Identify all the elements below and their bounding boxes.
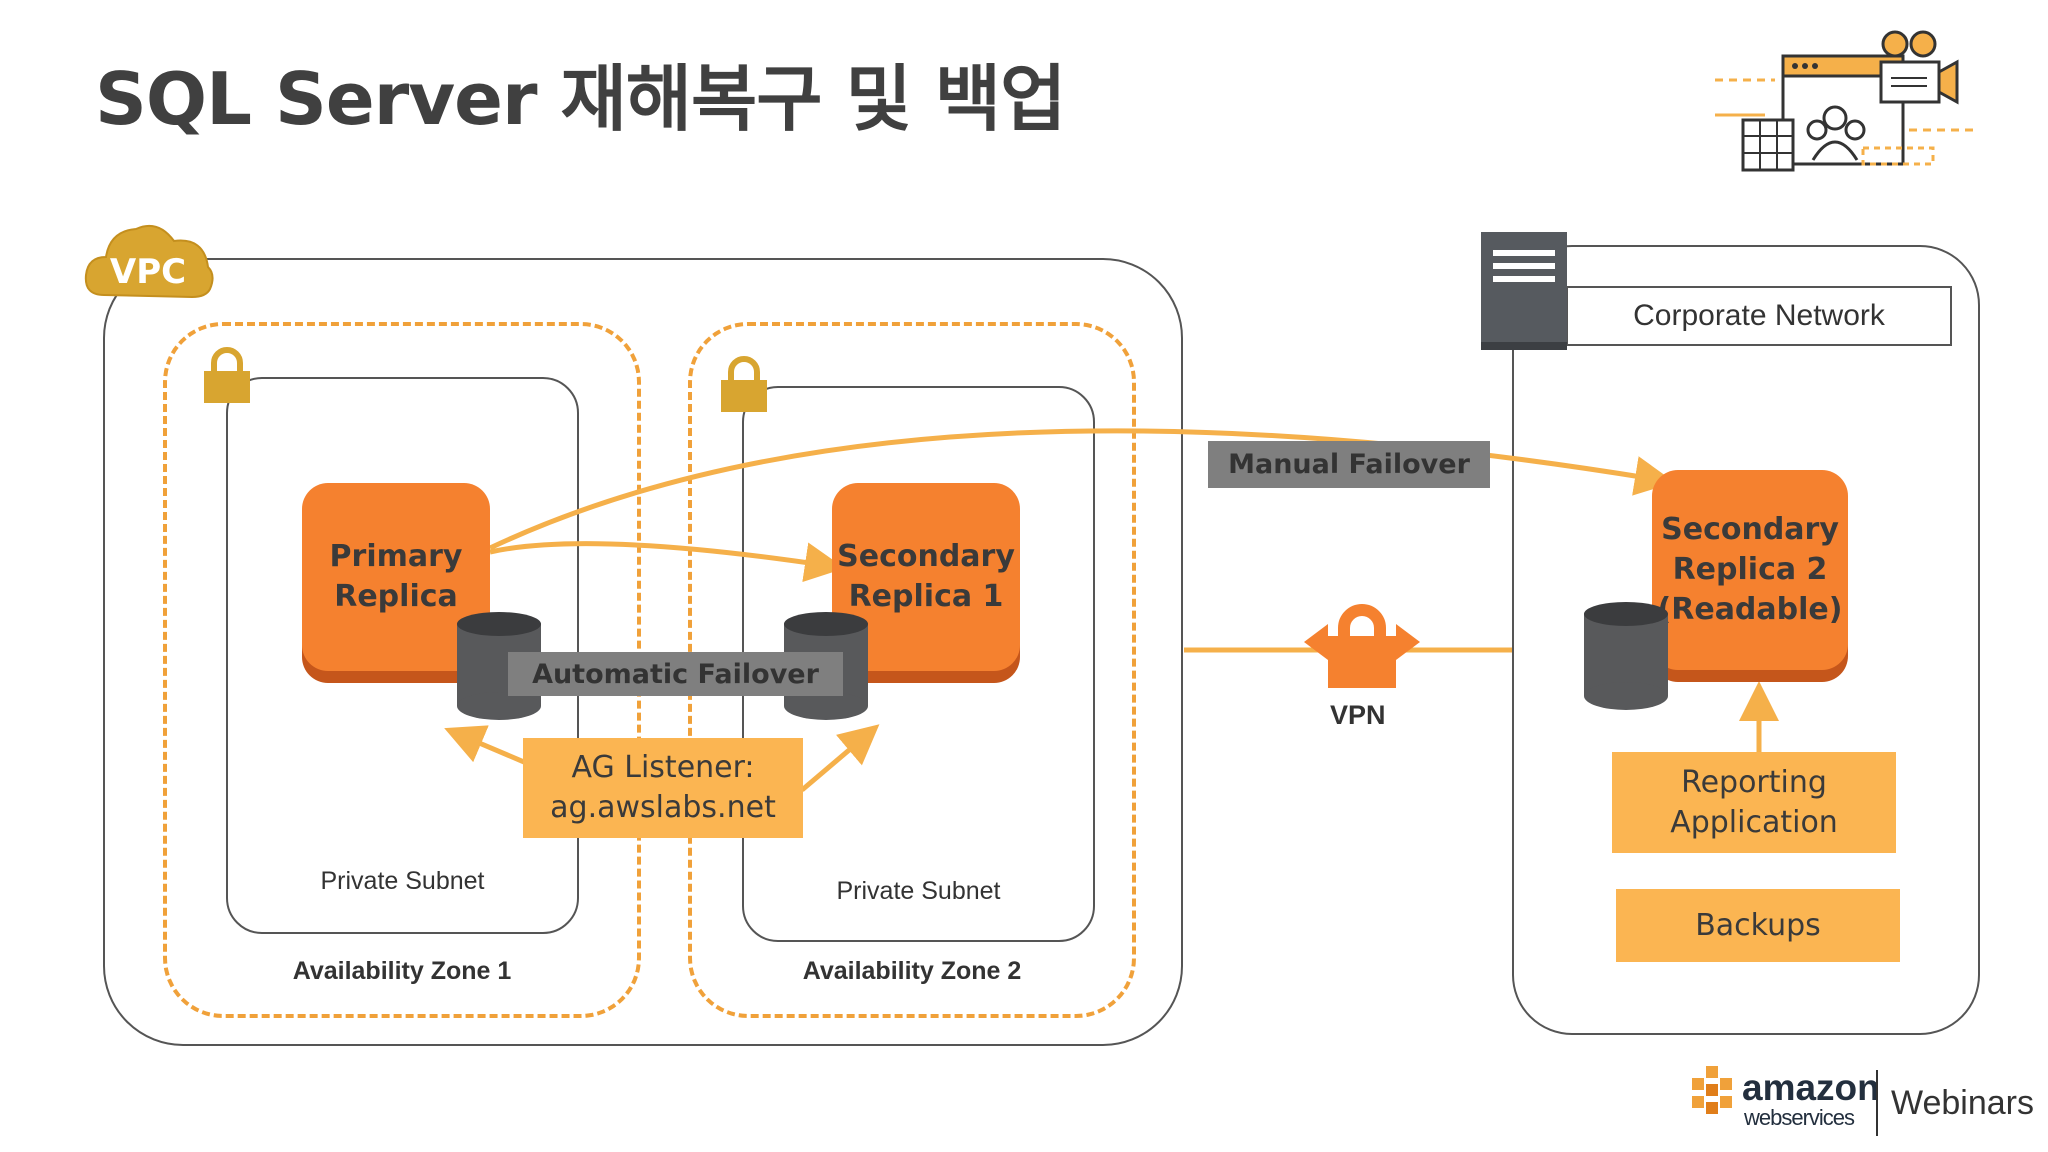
lock-icon: [721, 356, 767, 412]
listener-arrow-right: [800, 724, 880, 792]
vpc-container: [103, 258, 1183, 1046]
private-subnet-label-1: Private Subnet: [320, 867, 485, 895]
webservices-wordmark: webservices: [1744, 1105, 1855, 1130]
corporate-server-icon: [1481, 232, 1567, 350]
amazon-wordmark: amazon: [1742, 1067, 1880, 1108]
vpn-label: VPN: [1330, 700, 1386, 730]
vpc-cloud-icon: VPC: [84, 225, 214, 299]
lock-icon: [204, 347, 250, 403]
webinars-label: Webinars: [1891, 1084, 2034, 1122]
availability-zone-2-label: Availability Zone 2: [802, 957, 1022, 985]
automatic-failover-arrow: [489, 541, 845, 583]
secondary-replica-1: Secondary Replica 1: [832, 483, 1020, 671]
backups-box: Backups: [1616, 889, 1900, 962]
automatic-failover-label: Automatic Failover: [508, 652, 843, 696]
corporate-network-label: Corporate Network: [1566, 286, 1952, 346]
footer-divider: [1876, 1070, 1878, 1136]
ag-listener-box: AG Listener: ag.awslabs.net: [523, 738, 803, 838]
private-subnet-label-2: Private Subnet: [836, 877, 1001, 905]
corporate-network-container: [1512, 245, 1980, 1035]
reporting-application-box: Reporting Application: [1612, 752, 1896, 853]
secondary-replica-2: Secondary Replica 2 (Readable): [1652, 470, 1848, 670]
video-conference-icon: [1715, 30, 1975, 172]
page-title: SQL Server 재해복구 및 백업: [95, 57, 1066, 141]
availability-zone-1-label: Availability Zone 1: [292, 957, 512, 985]
vpc-badge: VPC: [110, 252, 186, 292]
manual-failover-label: Manual Failover: [1208, 441, 1490, 488]
aws-cubes-logo: [1692, 1066, 1732, 1114]
vpn-gateway-icon: [1304, 604, 1420, 688]
database-icon: [1584, 602, 1668, 710]
